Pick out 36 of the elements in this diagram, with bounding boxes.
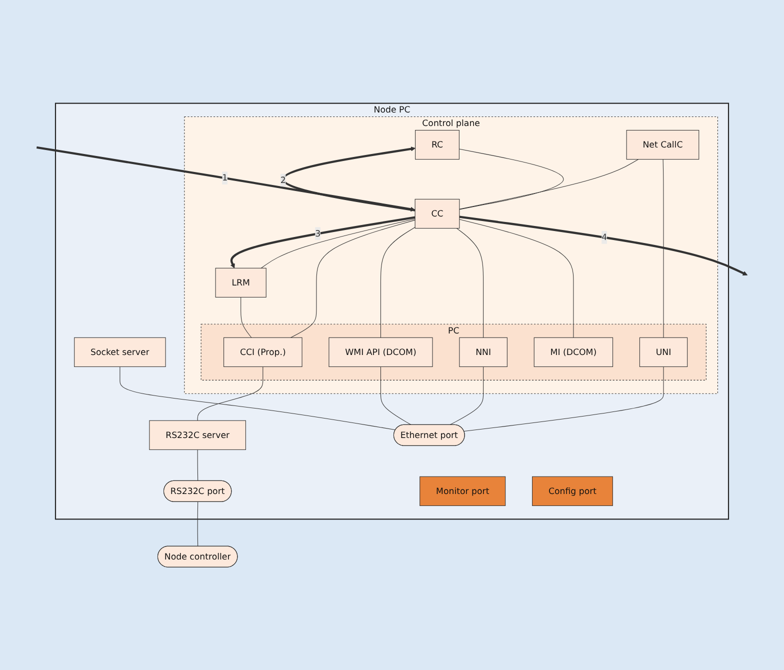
connector-line xyxy=(240,296,252,338)
node-box: NNI xyxy=(459,337,508,367)
node-box: Socket server xyxy=(74,337,166,367)
node-box: RC xyxy=(415,130,460,160)
connector-line xyxy=(449,366,484,425)
connector-line xyxy=(464,366,664,432)
arrow xyxy=(230,216,416,268)
node-box: WMI API (DCOM) xyxy=(328,337,433,367)
connector-line xyxy=(458,148,564,210)
connector-line xyxy=(197,366,264,421)
node-box: MI (DCOM) xyxy=(534,337,614,367)
connector-line xyxy=(197,501,198,546)
edge-label: 3 xyxy=(315,226,321,240)
connector-line xyxy=(459,158,639,210)
arrow xyxy=(36,146,416,212)
connector-line xyxy=(662,158,664,338)
arrow xyxy=(459,215,748,276)
connector-line xyxy=(456,228,484,338)
node-box: Monitor port xyxy=(420,476,506,506)
node-box: UNI xyxy=(639,337,688,367)
connector-line xyxy=(380,226,416,338)
node-box: CC xyxy=(414,198,460,228)
connector-line xyxy=(290,220,416,338)
node-box: Net CallC xyxy=(626,130,700,160)
connector-line xyxy=(459,218,574,338)
connector-line xyxy=(380,366,412,425)
connector-line xyxy=(120,366,396,430)
edge-label: 1 xyxy=(222,171,228,184)
edge-label: 2 xyxy=(280,174,286,186)
connector-line xyxy=(197,449,198,481)
node-box: CCI (Prop.) xyxy=(224,337,302,367)
connector-line xyxy=(260,218,416,268)
node-box: LRM xyxy=(215,268,266,298)
node-box: Config port xyxy=(532,476,613,506)
node-box: RS232C server xyxy=(149,420,246,450)
edge-label: 4 xyxy=(602,230,608,244)
